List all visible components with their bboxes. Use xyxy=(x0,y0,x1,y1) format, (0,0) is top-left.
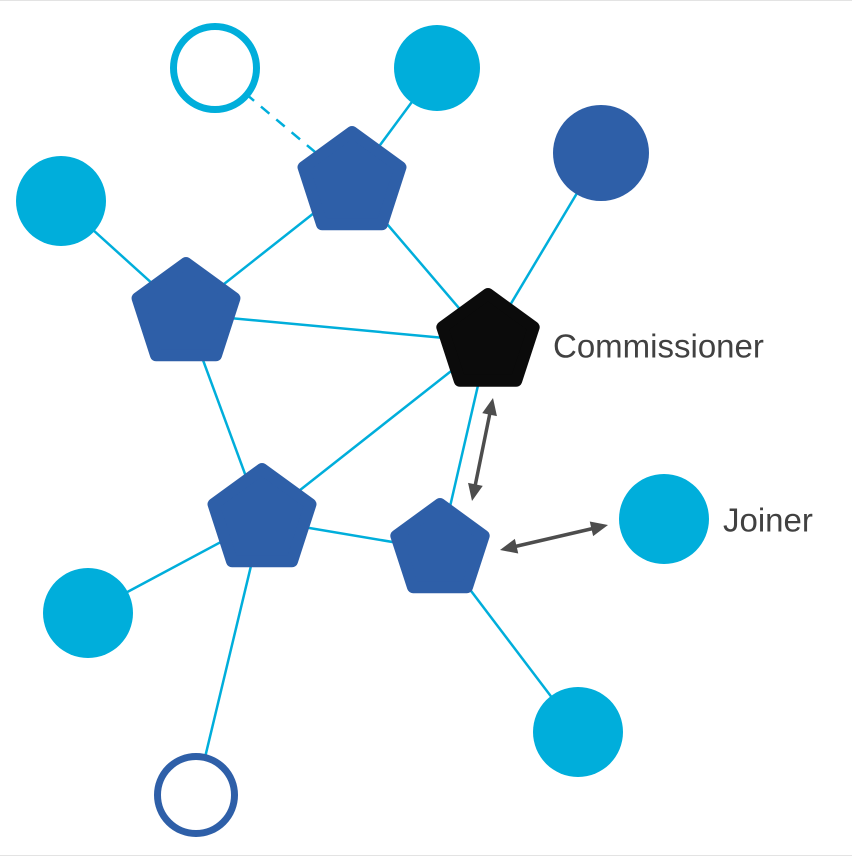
joiner-label: Joiner xyxy=(723,502,813,539)
node-router-left xyxy=(131,257,241,362)
node-end-device-left xyxy=(16,156,106,246)
node-router-bottom-middle xyxy=(390,498,490,594)
node-router-top xyxy=(297,126,407,231)
node-end-device-bottom-right xyxy=(533,687,623,777)
node-end-device-bottom-left xyxy=(43,568,133,658)
node-end-device-top xyxy=(394,25,480,111)
node-router-bottom-left xyxy=(207,463,317,568)
commissioner-label: Commissioner xyxy=(553,328,764,365)
node-dark-circle-top-right xyxy=(553,105,649,201)
joining-session-arrow xyxy=(500,521,608,554)
node-commissioner xyxy=(436,288,540,387)
node-joiner xyxy=(619,474,709,564)
edge-router-left--commissioner xyxy=(185,312,489,344)
node-open-circle-bottom xyxy=(154,753,238,837)
commissioning-session-arrow xyxy=(468,398,497,501)
node-open-circle-top-left xyxy=(170,23,260,113)
